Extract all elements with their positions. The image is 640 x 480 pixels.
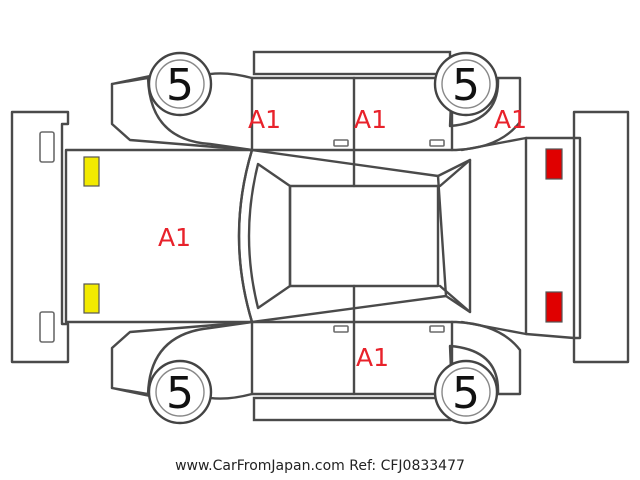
tire-front-right-grade: 5 (166, 368, 194, 419)
right-side-sill (252, 396, 452, 422)
tire-rear-right-grade: 5 (452, 368, 480, 419)
front-bumper (10, 110, 70, 364)
mark-right-rear-door: A1 (356, 343, 389, 372)
roof (237, 148, 472, 324)
mark-hood: A1 (158, 223, 191, 252)
front-lamp-bottom (83, 283, 100, 314)
tire-rear-right: 5 (433, 359, 499, 425)
reference-footer: www.CarFromJapan.com Ref: CFJ0833477 (175, 458, 465, 474)
mark-left-rear-quarter: A1 (494, 105, 527, 134)
left-side-sill (252, 50, 452, 76)
rear-lamp-bottom (545, 291, 563, 323)
mark-left-front-door: A1 (248, 105, 281, 134)
tire-front-left: 5 (147, 51, 213, 117)
front-lamp-top (83, 156, 100, 187)
rear-gate-panel (460, 136, 576, 340)
tire-front-right: 5 (147, 359, 213, 425)
tire-rear-left-grade: 5 (452, 60, 480, 111)
rear-lamp-top (545, 148, 563, 180)
tire-front-left-grade: 5 (166, 60, 194, 111)
tire-rear-left: 5 (433, 51, 499, 117)
mark-left-rear-door: A1 (354, 105, 387, 134)
rear-bumper (572, 110, 630, 364)
